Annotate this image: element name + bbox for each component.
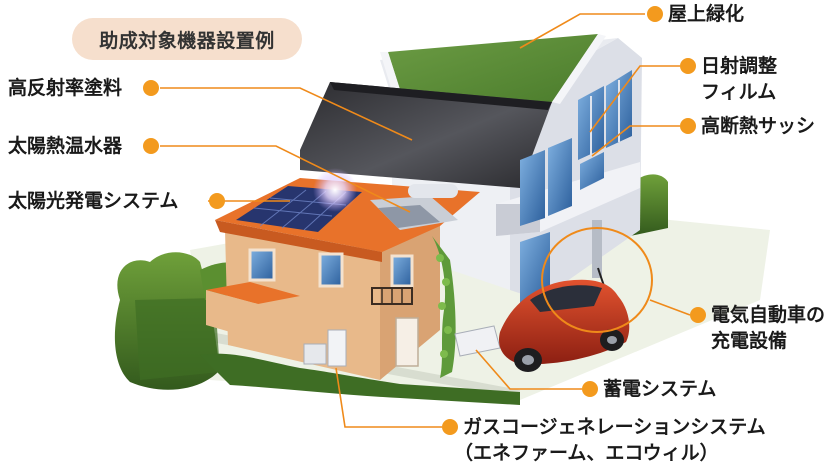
label-ev-charger-line2: 充電設備 [711,330,788,352]
label-cogeneration: ガスコージェネレーションシステム [463,416,766,438]
label-solar-film-line2: フィルム [701,81,777,103]
lower-house [206,168,501,380]
label-solar-film: 日射調整 [701,55,778,77]
label-storage-system: 蓄電システム [603,378,717,400]
leader-high-insulation-sash [591,125,680,157]
bullet-dots [143,6,706,435]
leader-solar-film [589,65,680,133]
label-pv-system: 太陽光発電システム [8,190,179,212]
dot-rooftop-greening [647,6,663,22]
dot-cogeneration [442,419,458,435]
label-solar-water-heater: 太陽熱温水器 [8,135,123,157]
leader-rooftop-greening [519,13,645,49]
figure-title: 助成対象機器設置例 [72,18,302,60]
dot-high-reflective-paint [143,80,159,96]
leader-storage-system [475,349,582,390]
label-cogeneration-line2: （エネファーム、エコウィル） [454,442,719,464]
dot-storage-system [582,381,598,397]
dot-ev-charger [690,307,706,323]
leader-high-reflective-paint [160,87,413,141]
label-high-insulation-sash: 高断熱サッシ [701,115,816,137]
label-rooftop-greening: 屋上緑化 [668,3,745,25]
dot-pv-system [209,193,225,209]
leader-solar-water-heater [160,145,411,213]
dot-solar-film [680,58,696,74]
leader-lines [160,13,691,428]
label-high-reflective-paint: 高反射率塗料 [8,77,123,99]
hedge-front [200,353,520,405]
ev-charger-highlight [541,227,653,333]
leader-ev-charger [649,299,691,316]
dot-solar-water-heater [143,138,159,154]
label-ev-charger: 電気自動車の [711,304,826,326]
leader-cogeneration [335,367,442,428]
dot-high-insulation-sash [680,118,696,134]
